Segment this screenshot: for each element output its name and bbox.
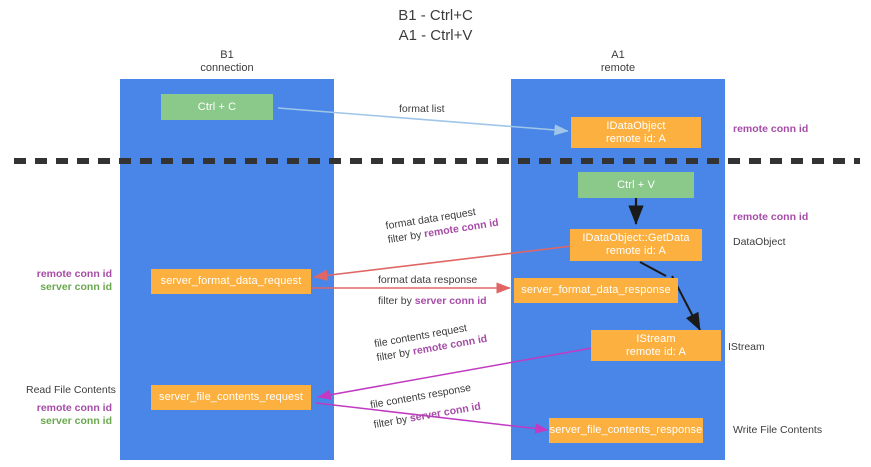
annotation-left-server-conn: server conn id	[40, 281, 112, 293]
annotation-istream: IStream	[728, 341, 765, 353]
node-ctrl-c-label: Ctrl + C	[197, 100, 237, 113]
node-server-file-contents-request-label: server_file_contents_request	[158, 391, 304, 403]
arrow-label-format-data-request: format data request filter by remote con…	[385, 202, 500, 247]
arrow-label-format-data-response-line1: format data response	[378, 274, 478, 286]
node-istream-line1: IStream	[636, 332, 676, 345]
node-getdata-line1: IDataObject::GetData	[582, 232, 690, 244]
arrow-label-format-list: format list	[399, 102, 445, 116]
node-getdata[interactable]: IDataObject::GetData remote id: A	[570, 229, 702, 261]
page-title: B1 - Ctrl+C A1 - Ctrl+V	[398, 7, 473, 44]
node-idataobject-line1: IDataObject	[606, 119, 666, 132]
arrow-label-file-contents-request: file contents request filter by remote c…	[373, 318, 488, 365]
node-idataobject[interactable]: IDataObject remote id: A	[571, 117, 701, 148]
node-istream-line2: remote id: A	[626, 345, 686, 358]
arrow-label-format-data-response: format data response filter by server co…	[378, 273, 487, 308]
node-server-format-data-request-label: server_format_data_request	[160, 275, 302, 287]
column-header-b1: B1 connection	[120, 49, 334, 75]
annotation-dataobject: DataObject	[733, 236, 786, 248]
node-getdata-line2: remote id: A	[606, 245, 666, 257]
column-header-b1-name: B1	[220, 49, 234, 61]
node-server-format-data-request[interactable]: server_format_data_request	[151, 269, 311, 294]
node-ctrl-v[interactable]: Ctrl + V	[578, 172, 694, 198]
annotation-remote-conn-mid: remote conn id	[733, 211, 809, 223]
column-header-a1: A1 remote	[511, 49, 725, 75]
filter-by-prefix: filter by	[378, 295, 415, 307]
filter-by-prefix: filter by	[372, 412, 412, 432]
column-header-b1-role: connection	[200, 62, 254, 74]
node-server-file-contents-response-label: server_file_contents_response	[549, 424, 703, 436]
node-server-format-data-response[interactable]: server_format_data_response	[514, 278, 678, 303]
annotation-left-remote-conn-2: remote conn id	[36, 402, 112, 414]
node-server-file-contents-request[interactable]: server_file_contents_request	[151, 385, 311, 410]
node-server-file-contents-response[interactable]: server_file_contents_response	[549, 418, 703, 443]
conn-id-server: server conn id	[414, 295, 487, 307]
annotation-left-remote-conn: remote conn id	[36, 268, 112, 280]
annotation-write-file-contents: Write File Contents	[733, 424, 823, 436]
arrow-label-format-data-response-line2: filter by server conn id	[378, 294, 487, 308]
node-server-format-data-response-label: server_format_data_response	[521, 284, 671, 296]
annotation-left-server-conn-2: server conn id	[40, 415, 112, 427]
node-ctrl-v-label: Ctrl + V	[617, 178, 655, 191]
column-header-a1-role: remote	[600, 62, 636, 74]
annotation-read-file-contents: Read File Contents	[26, 384, 116, 396]
arrow-label-file-contents-response: file contents response filter by server …	[369, 380, 482, 432]
conn-id-server: server conn id	[408, 400, 482, 425]
annotation-remote-conn-top: remote conn id	[733, 123, 809, 135]
column-header-a1-name: A1	[611, 49, 625, 61]
node-istream[interactable]: IStream remote id: A	[591, 330, 721, 361]
arrow-label-format-list-text: format list	[399, 103, 445, 115]
node-ctrl-c[interactable]: Ctrl + C	[161, 94, 273, 120]
node-idataobject-line2: remote id: A	[606, 132, 666, 145]
